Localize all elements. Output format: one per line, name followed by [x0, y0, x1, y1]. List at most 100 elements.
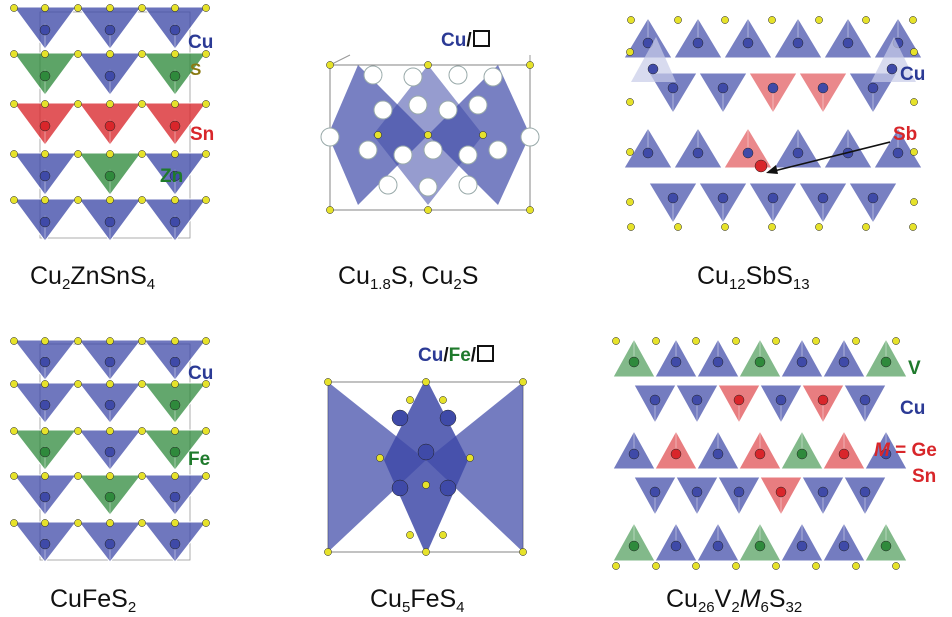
cu-atom [817, 82, 829, 94]
sulfur-atom [74, 196, 82, 204]
sulfur-atom [424, 131, 432, 139]
sulfur-atom [674, 16, 682, 24]
metal-atom [169, 538, 181, 550]
vacancy-sphere [320, 127, 340, 147]
sb-atom [754, 159, 768, 173]
sulfur-atom [106, 427, 114, 435]
vacancy-sphere [363, 65, 383, 85]
sulfur-atom [74, 337, 82, 345]
sulfur-atom [652, 337, 660, 345]
cu-atom [842, 37, 854, 49]
metal-atom [169, 70, 181, 82]
sulfur-atom [526, 61, 534, 69]
sulfur-atom [138, 380, 146, 388]
vacancy-sphere [488, 140, 508, 160]
metal-atom [169, 216, 181, 228]
metal-atom [670, 448, 682, 460]
sulfur-atom [10, 150, 18, 158]
sulfur-atom [41, 380, 49, 388]
sulfur-atom [626, 98, 634, 106]
sulfur-atom [202, 100, 210, 108]
czts-label-s: S [190, 60, 202, 79]
sulfur-atom [10, 519, 18, 527]
metal-atom [628, 356, 640, 368]
metal-atom [880, 540, 892, 552]
metal-atom [712, 356, 724, 368]
metal-atom [104, 24, 116, 36]
sulfur-atom [612, 337, 620, 345]
sulfur-atom [815, 223, 823, 231]
cu-atom [767, 82, 779, 94]
metal-atom [104, 491, 116, 503]
sulfur-atom [41, 50, 49, 58]
sulfur-atom [406, 531, 414, 539]
metal-atom [796, 448, 808, 460]
tetrahedron [631, 37, 676, 82]
sulfur-atom [626, 148, 634, 156]
sulfur-atom [138, 427, 146, 435]
sulfur-atom [106, 4, 114, 12]
sulfur-atom [10, 100, 18, 108]
sulfur-atom [815, 16, 823, 24]
sulfur-atom [106, 50, 114, 58]
cu2s-structure [320, 54, 540, 214]
metal-atom [712, 448, 724, 460]
sulfur-atom [138, 337, 146, 345]
cu-atom [892, 147, 904, 159]
sulfur-atom [138, 196, 146, 204]
sulfur-atom [424, 206, 432, 214]
sulfur-atom [202, 380, 210, 388]
sulfur-atom [171, 100, 179, 108]
metal-atom [775, 486, 787, 498]
sulfur-atom [406, 396, 414, 404]
sulfur-atom [10, 196, 18, 204]
vacancy-sphere [423, 140, 443, 160]
chalcopyrite-label-fe: Fe [188, 449, 211, 470]
sulfur-atom [41, 427, 49, 435]
cu-atom [742, 37, 754, 49]
metal-atom [169, 446, 181, 458]
sulfur-atom [852, 562, 860, 570]
sulfur-atom [519, 548, 527, 556]
cu-atom [692, 147, 704, 159]
metal-atom [169, 24, 181, 36]
vacancy-sphere [418, 177, 438, 197]
metal-atom [169, 120, 181, 132]
metal-atom [859, 486, 871, 498]
chalcopyrite-formula: CuFeS2 [50, 585, 137, 616]
cu-atom [692, 37, 704, 49]
sulfur-atom [910, 198, 918, 206]
colusite-label-v: V [908, 358, 921, 379]
czts-label-cu: Cu [188, 32, 214, 53]
bornite-structure [324, 378, 527, 556]
metal-atom [39, 216, 51, 228]
sulfur-atom [376, 454, 384, 462]
sulfur-atom [374, 131, 382, 139]
sulfur-atom [106, 196, 114, 204]
sulfur-atom [479, 131, 487, 139]
sulfur-atom [202, 196, 210, 204]
tetrahedrite-structure [623, 16, 923, 231]
sulfur-atom [106, 150, 114, 158]
sulfur-atom [74, 472, 82, 480]
metal-atom [39, 491, 51, 503]
sulfur-atom [106, 519, 114, 527]
sulfur-atom [138, 100, 146, 108]
sulfur-atom [910, 148, 918, 156]
cu-atom [647, 63, 659, 75]
sulfur-atom [910, 48, 918, 56]
sulfur-atom [422, 548, 430, 556]
sulfur-atom [171, 472, 179, 480]
sulfur-atom [674, 223, 682, 231]
metal-atom [712, 540, 724, 552]
colusite-label-sn: Sn [912, 466, 937, 487]
tetrahedron [871, 37, 916, 82]
sulfur-atom [326, 61, 334, 69]
sulfur-atom [41, 337, 49, 345]
metal-atom [104, 70, 116, 82]
sulfur-atom [138, 50, 146, 58]
sulfur-atom [812, 562, 820, 570]
tetrahedrite-formula: Cu12SbS13 [697, 262, 810, 293]
vacancy-sphere [373, 100, 393, 120]
metal-atom [39, 24, 51, 36]
